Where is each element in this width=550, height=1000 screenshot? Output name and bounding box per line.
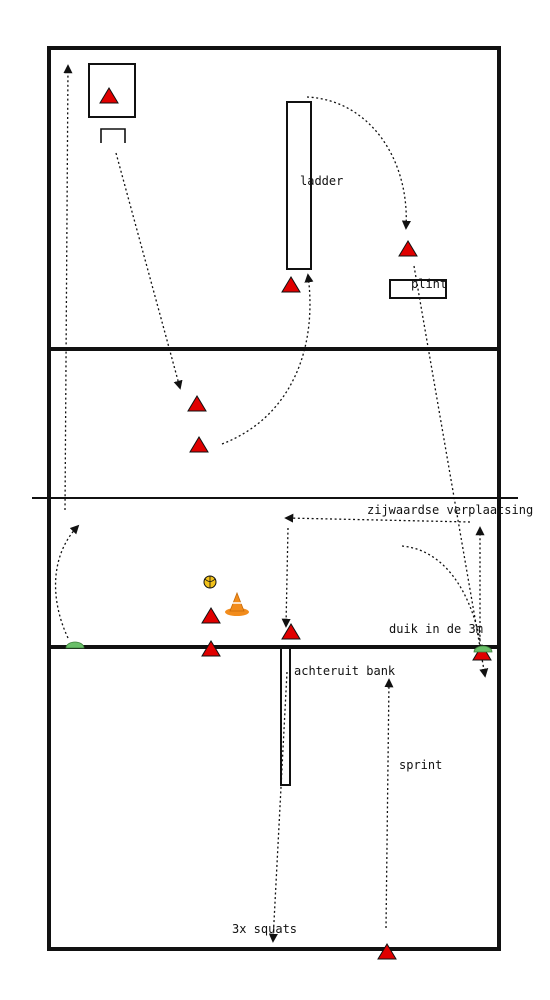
marker-disc-icon <box>65 641 85 649</box>
label-duik: duik in de 3m <box>389 622 483 636</box>
path-bench-to-squats <box>268 671 288 943</box>
cone-icon <box>377 943 397 960</box>
label-ladder: ladder <box>300 174 343 188</box>
marker-disc-icon <box>473 645 493 653</box>
cone-icon <box>99 87 119 104</box>
label-sprint: sprint <box>399 758 442 772</box>
path-sprint <box>384 678 394 929</box>
cone-icon <box>281 276 301 293</box>
cone-icon <box>472 644 492 661</box>
path-shuffle-down <box>281 527 291 628</box>
label-squats: 3x squats <box>232 922 297 936</box>
path-hurdle-to-cone <box>115 152 183 390</box>
path-dive-curve <box>401 545 481 641</box>
path-ladder-to-plint <box>306 96 411 230</box>
path-disc-curve <box>54 524 80 639</box>
ladder-equipment <box>286 101 312 270</box>
label-achteruit: achteruit bank <box>294 664 396 678</box>
cone-icon <box>201 607 221 624</box>
cone-icon <box>201 640 221 657</box>
cone-icon <box>189 436 209 453</box>
cone-icon <box>187 395 207 412</box>
label-zijwaardse: zijwaardse verplaatsing <box>367 503 533 517</box>
label-plint: plint <box>411 277 447 291</box>
path-cone-to-ladder <box>221 273 314 445</box>
goal-box <box>88 63 136 118</box>
cone-icon <box>281 623 301 640</box>
volleyball-icon <box>203 575 217 589</box>
path-left-sideline <box>63 64 73 511</box>
small-hurdle <box>100 128 126 143</box>
cone-icon <box>398 240 418 257</box>
path-plint-to-baseline <box>413 265 489 678</box>
path-side-shuffle <box>284 513 471 523</box>
bench-equipment <box>280 647 291 786</box>
orange-cone-icon <box>225 591 249 616</box>
